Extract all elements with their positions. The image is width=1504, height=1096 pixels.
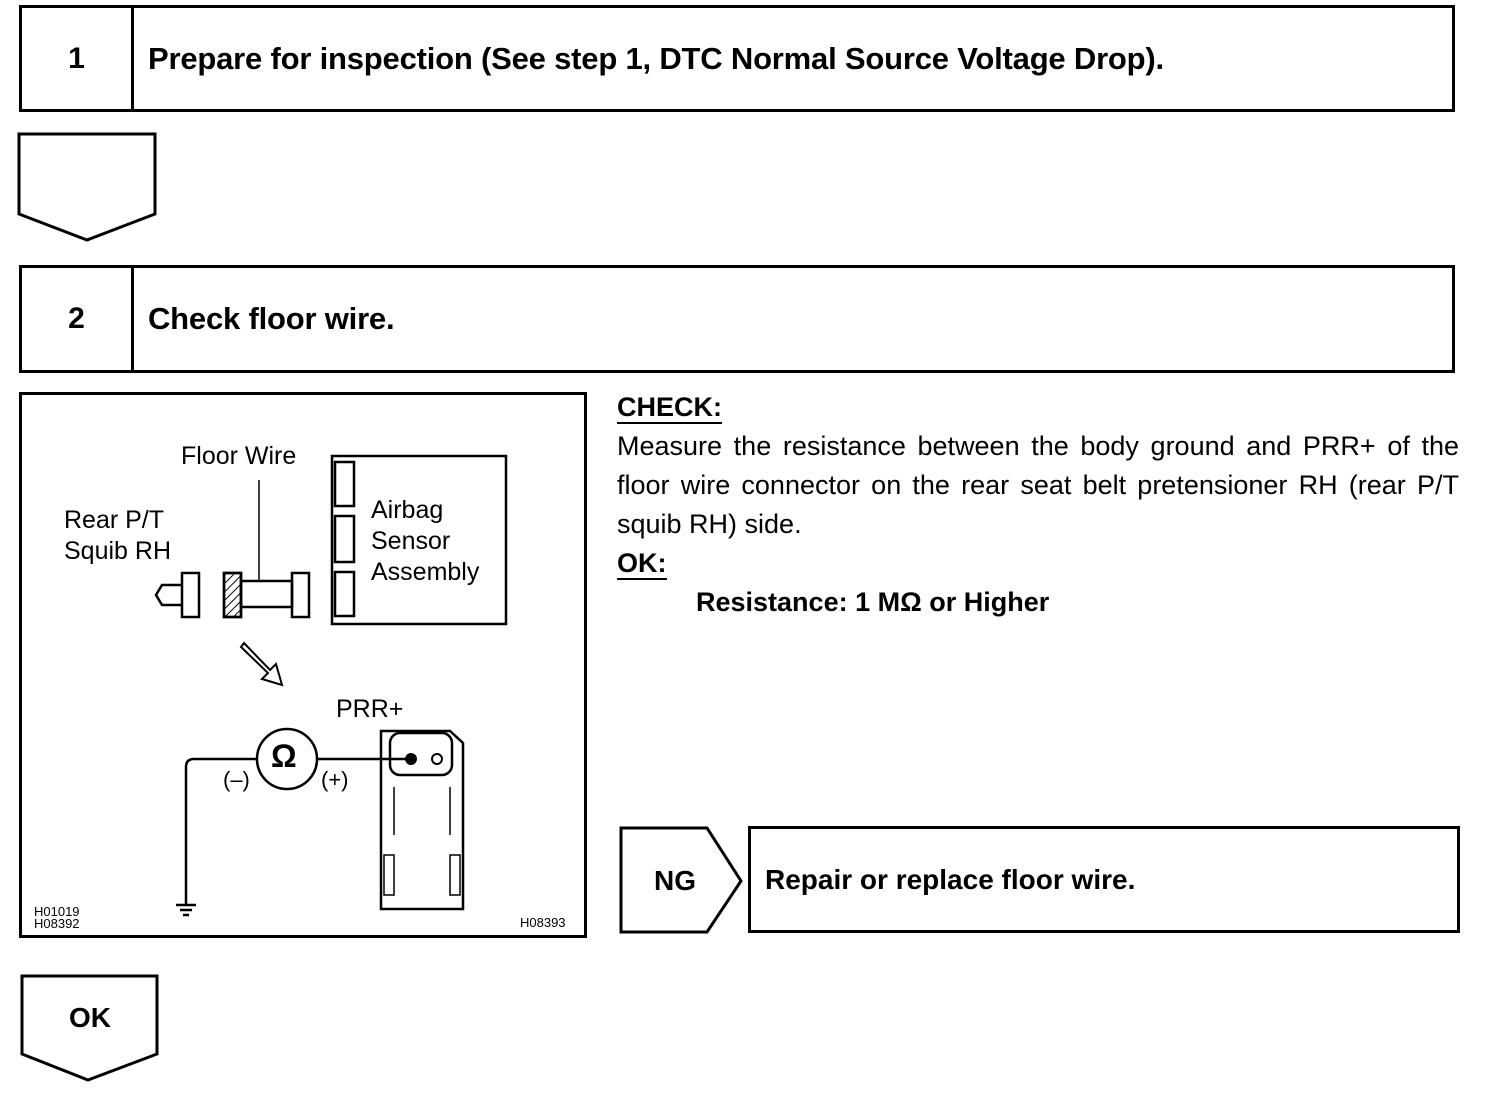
- step-1-number: 1: [22, 8, 134, 109]
- airbag-label-line2: Sensor: [371, 527, 451, 555]
- ok-arrow-down-icon: [20, 974, 159, 1082]
- step-2-title: Check floor wire.: [148, 301, 395, 336]
- floor-wire-label: Floor Wire: [181, 442, 297, 470]
- step-1-title: Prepare for inspection (See step 1, DTC …: [148, 40, 1164, 76]
- ng-action-box: Repair or replace floor wire.: [748, 826, 1460, 933]
- ok-label: OK: [69, 1002, 111, 1033]
- figure-code-left-1: H01019: [34, 904, 80, 919]
- plus-terminal-label: (+): [321, 767, 349, 792]
- check-section: CHECK: Measure the resistance between th…: [617, 388, 1459, 622]
- prr-plus-label: PRR+: [336, 695, 404, 723]
- step-2-box: 2 Check floor wire.: [19, 265, 1455, 373]
- flow-arrow-down-icon: [17, 132, 157, 242]
- figure-code-right: H08393: [520, 915, 566, 930]
- ng-label: NG: [654, 865, 696, 896]
- airbag-sensor-body: [330, 454, 508, 626]
- airbag-label-line1: Airbag: [371, 496, 444, 524]
- check-heading: CHECK:: [617, 392, 722, 424]
- figure-code-left-2: H08392: [34, 916, 80, 931]
- ok-heading: OK:: [617, 548, 667, 580]
- ok-spec: Resistance: 1 MΩ or Higher: [696, 587, 1050, 617]
- check-instructions: Measure the resistance between the body …: [617, 431, 1459, 539]
- airbag-label-line3: Assembly: [371, 558, 480, 586]
- step-1-box: 1 Prepare for inspection (See step 1, DT…: [19, 5, 1455, 112]
- rear-pt-label-line2: Squib RH: [64, 537, 171, 565]
- ng-arrow-icon: [619, 826, 743, 934]
- diagram-drawing: [154, 454, 508, 917]
- ohm-symbol: Ω: [271, 738, 297, 774]
- rear-pt-label-line1: Rear P/T: [64, 506, 165, 534]
- step-2-number: 2: [22, 268, 134, 370]
- minus-terminal-label: (–): [223, 767, 250, 792]
- floor-wire-diagram: Floor Wire Rear P/T Squib RH Airbag Sens…: [19, 392, 587, 938]
